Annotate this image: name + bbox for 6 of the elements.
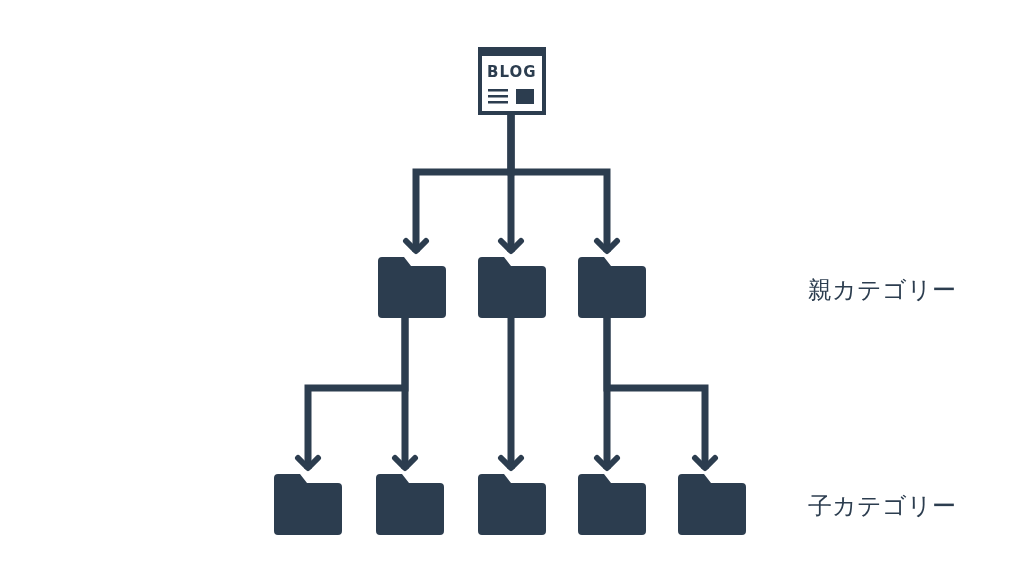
- level-label: 子カテゴリー: [808, 491, 956, 522]
- arrow: [603, 318, 718, 471]
- arrow: [498, 318, 524, 471]
- level-label: 親カテゴリー: [808, 275, 956, 306]
- arrow: [392, 318, 418, 471]
- icon-label: BLOG: [487, 63, 537, 81]
